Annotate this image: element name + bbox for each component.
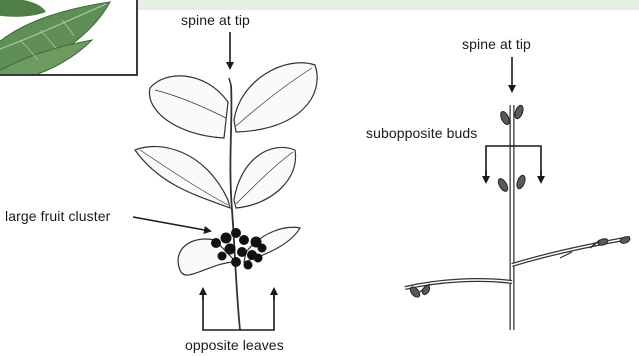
label-subopposite-buds: subopposite buds [366, 125, 477, 141]
label-large-fruit-cluster: large fruit cluster [5, 208, 110, 224]
leaf-upper-right [234, 63, 317, 132]
leafy-branch-drawing [135, 63, 317, 330]
leaf-upper-left [149, 76, 228, 138]
arrow-fruit-cluster [133, 217, 210, 231]
label-spine-at-tip-left: spine at tip [181, 12, 250, 28]
label-opposite-leaves: opposite leaves [185, 337, 284, 353]
leaf-middle-right [234, 147, 296, 208]
label-spine-at-tip-right: spine at tip [462, 36, 531, 52]
